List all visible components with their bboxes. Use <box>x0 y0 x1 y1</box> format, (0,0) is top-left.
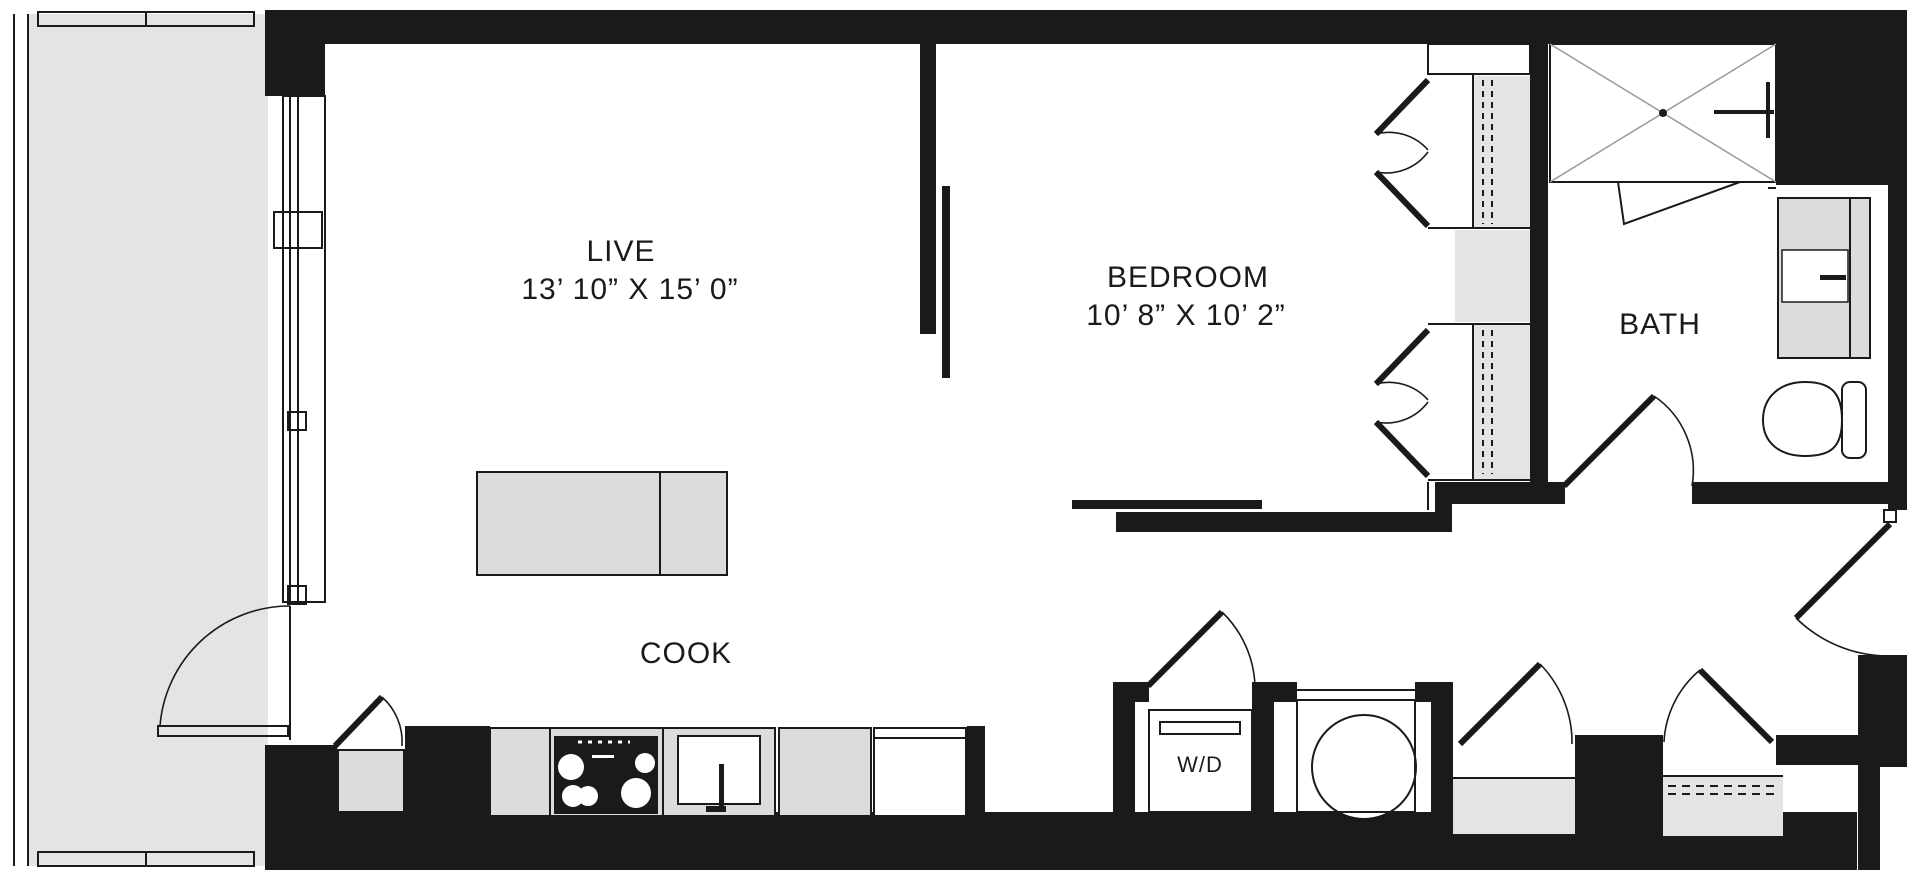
bath-label: BATH <box>1619 308 1701 341</box>
balcony <box>13 11 268 867</box>
bedroom-label: BEDROOM <box>1107 261 1269 294</box>
cook-label: COOK <box>640 637 732 670</box>
balcony-door[interactable] <box>157 605 291 740</box>
washer-drum <box>1311 714 1417 820</box>
laundry <box>1145 609 1417 820</box>
window-wall <box>273 95 326 605</box>
live-dimensions: 13’ 10” X 15’ 0” <box>521 273 738 306</box>
bedroom-dimensions: 10’ 8” X 10’ 2” <box>1086 299 1286 332</box>
shower-drain <box>1659 109 1667 117</box>
entry-door[interactable] <box>1793 509 1897 657</box>
kitchen-island <box>476 471 728 576</box>
utility-closets <box>1453 661 1783 836</box>
toilet <box>1761 380 1867 459</box>
kitchen-counter <box>332 694 967 817</box>
washer-dryer-label: W/D <box>1177 752 1223 777</box>
room-labels: LIVE 13’ 10” X 15’ 0” BEDROOM 10’ 8” X 1… <box>521 235 1701 777</box>
live-label: LIVE <box>586 235 655 268</box>
bedroom-closet <box>1373 43 1531 510</box>
bath-fixtures <box>1549 43 1871 489</box>
